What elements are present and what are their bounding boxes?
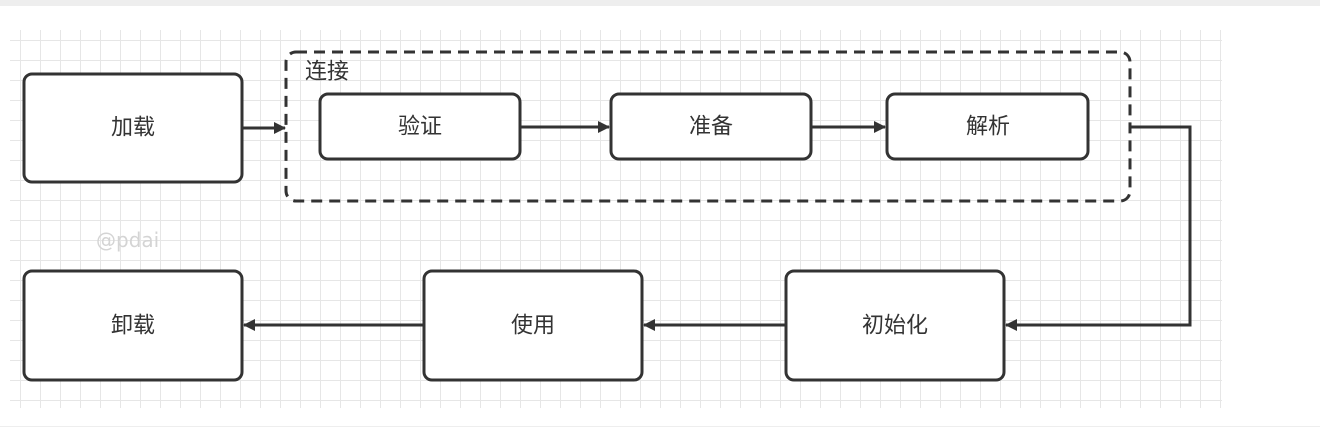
node-initialize[interactable]: 初始化 [784, 269, 1006, 382]
node-unload[interactable]: 卸载 [22, 269, 244, 382]
node-use-label: 使用 [511, 314, 555, 339]
node-use[interactable]: 使用 [422, 269, 644, 382]
node-load-label: 加载 [111, 116, 155, 141]
node-unload-label: 卸载 [111, 314, 155, 339]
node-resolve-box [885, 92, 1090, 161]
node-resolve[interactable]: 解析 [885, 92, 1090, 161]
bottom-divider [0, 426, 1320, 427]
node-prepare-label: 准备 [689, 115, 733, 140]
node-resolve-label: 解析 [966, 115, 1010, 140]
node-prepare[interactable]: 准备 [609, 92, 813, 161]
edge-link-to-initialize [1005, 125, 1192, 331]
top-band [0, 0, 1320, 6]
node-verify-label: 验证 [398, 115, 442, 140]
node-load[interactable]: 加载 [22, 72, 244, 184]
group-link-label: 连接 [305, 60, 349, 85]
node-verify[interactable]: 验证 [318, 92, 522, 161]
node-initialize-label: 初始化 [862, 314, 928, 339]
watermark-text: @pdai [96, 228, 159, 252]
node-unload-box [22, 269, 244, 382]
